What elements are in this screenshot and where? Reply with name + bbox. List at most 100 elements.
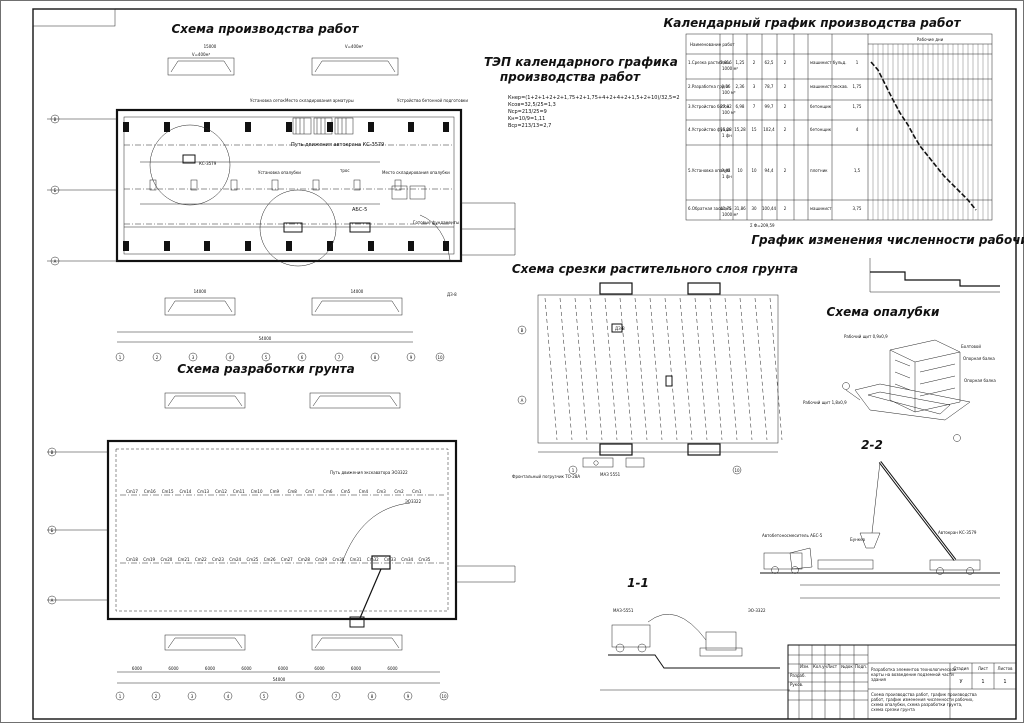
- axis-circle: [151, 691, 161, 701]
- label-troll: трос: [340, 168, 350, 173]
- svg-text:3: 3: [192, 355, 195, 360]
- svg-text:Ксов=32,5/25=1,3: Ксов=32,5/25=1,3: [508, 102, 556, 108]
- building-plan: В Б А: [47, 108, 516, 267]
- stamp-title: Разработка элементов технологической кар…: [871, 667, 958, 682]
- cal-row-name: 4.Устройство фунда: [688, 127, 731, 132]
- label-eo: ЭО3322: [405, 499, 422, 504]
- stake-label: Сm11: [233, 489, 245, 494]
- svg-text:Б: Б: [54, 188, 57, 193]
- cal-row-lab: 1,25: [736, 60, 745, 65]
- dim-label: 6000: [314, 666, 325, 671]
- stake-label: Сm16: [144, 489, 156, 494]
- cal-row-sh: 30: [751, 206, 757, 211]
- soil-pit-plan: В Б А: [47, 439, 516, 628]
- axis-label: 3: [191, 694, 194, 699]
- svg-text:В: В: [51, 450, 54, 455]
- cal-row-pct: 102,4: [763, 127, 775, 132]
- stamp-role5: Подп.: [855, 664, 867, 669]
- dim-label: 6000: [241, 666, 252, 671]
- cal-row-pct: 94,4: [765, 168, 774, 173]
- title-calendar: Календарный график производства работ: [663, 16, 961, 30]
- cal-row-vol: 15,28: [720, 127, 732, 132]
- stake-label: Сm17: [126, 489, 138, 494]
- svg-text:2: 2: [156, 355, 159, 360]
- sheet-frame: [32, 8, 1017, 720]
- strip-plan: В А 1 10: [517, 282, 783, 475]
- stake-label: Сm2: [394, 489, 404, 494]
- stake-label: Сm26: [264, 557, 276, 562]
- cal-row-dur: 1: [856, 60, 859, 65]
- svg-text:14000: 14000: [351, 289, 364, 294]
- stake-label: Сm12: [215, 489, 227, 494]
- tep-formulas: Кнер=(1+2+1+2+2+1,75+2+1,75+4+2+4+2+1,5+…: [508, 95, 680, 129]
- stake-label: Сm22: [195, 557, 207, 562]
- axis-circle: [115, 691, 125, 701]
- label-strip-maz: МАЗ 5551: [600, 472, 621, 477]
- soil-stockpiles-top: [164, 392, 401, 409]
- dim-label: 6000: [278, 666, 289, 671]
- stamp-of: 1: [1003, 679, 1006, 685]
- label-opalubki-store: Место складирования опалубки: [382, 170, 450, 175]
- strip-pass: [619, 297, 633, 441]
- axis-columns-top: 54000 1 2 3 4 5 6 7 8 9 10: [115, 331, 445, 362]
- axis-circle: [223, 691, 233, 701]
- stamp-sheets-label: Листов: [998, 666, 1014, 671]
- cal-row-dur: 4: [856, 127, 859, 132]
- title-work-scheme: Схема производства работ: [171, 22, 359, 36]
- cal-row-crew: плотник: [810, 168, 828, 173]
- stamp-person2: Руков.: [790, 682, 803, 687]
- svg-text:Kн=10/9=1,11: Kн=10/9=1,11: [508, 116, 545, 122]
- label-ks: КС-3579: [199, 161, 217, 166]
- svg-text:Б: Б: [51, 528, 54, 533]
- cal-row-lab: 31,86: [734, 206, 746, 211]
- axis-label: 5: [263, 694, 266, 699]
- strip-pass: [724, 297, 738, 441]
- stake-label: Сm24: [229, 557, 241, 562]
- label-path-exc: Путь движения экскаватора ЭО3322: [330, 470, 408, 475]
- label-mixer: Автобетоносмеситель АБС-5: [762, 533, 823, 538]
- stake-label: Сm27: [281, 557, 293, 562]
- stake-label: Сm5: [341, 489, 351, 494]
- dim-label: 6000: [351, 666, 362, 671]
- svg-text:Nср=213/25=9: Nср=213/25=9: [508, 109, 547, 115]
- axis-label: 1: [119, 694, 122, 699]
- cal-row-sh: 7: [753, 104, 756, 109]
- cal-row-name: 2.Разработка грунт: [688, 84, 730, 89]
- stamp-role3: Лист: [827, 664, 838, 669]
- label-crane: Автокран КС-3579: [938, 530, 977, 535]
- dim-label: 6000: [168, 666, 179, 671]
- cal-row-crew: бетонщик: [810, 127, 832, 132]
- dim-label: 6000: [132, 666, 143, 671]
- workers-chart: [869, 258, 1000, 293]
- stake-label: Сm13: [197, 489, 209, 494]
- strip-pass: [664, 297, 678, 441]
- strip-pass: [544, 297, 558, 441]
- stamp-role1: Изм.: [800, 664, 809, 669]
- stamp-role4: №док: [841, 664, 853, 669]
- cal-header-name: Наименование работ: [690, 42, 735, 47]
- stockpile-bottom-right: 14000: [311, 289, 403, 316]
- stake-label: Сm4: [359, 489, 369, 494]
- strip-pass: [754, 297, 768, 441]
- cal-row-unit: 1 фн: [722, 174, 732, 179]
- cal-row-ppl: 2: [784, 127, 787, 132]
- cal-row-unit: 1000 м³: [722, 212, 738, 217]
- stake-label: Сm19: [143, 557, 155, 562]
- cal-row-sh: 2: [753, 60, 756, 65]
- stamp-stage: У: [959, 679, 962, 685]
- cal-row-vol: 2,816: [720, 60, 732, 65]
- stake-label: Сm23: [212, 557, 224, 562]
- label-shield1: Рабочий щит 0,9х0,9: [844, 334, 888, 339]
- cal-row-ppl: 2: [784, 206, 787, 211]
- title-formwork: Схема опалубки: [827, 305, 941, 319]
- stake-label: Сm25: [247, 557, 259, 562]
- svg-text:V=400м³: V=400м³: [192, 52, 211, 57]
- svg-text:6: 6: [301, 355, 304, 360]
- stake-label: Сm14: [180, 489, 192, 494]
- stake-label: Сm35: [419, 557, 431, 562]
- cal-row-vol: 27,92: [720, 104, 732, 109]
- cal-row-vol: 41,75: [720, 206, 732, 211]
